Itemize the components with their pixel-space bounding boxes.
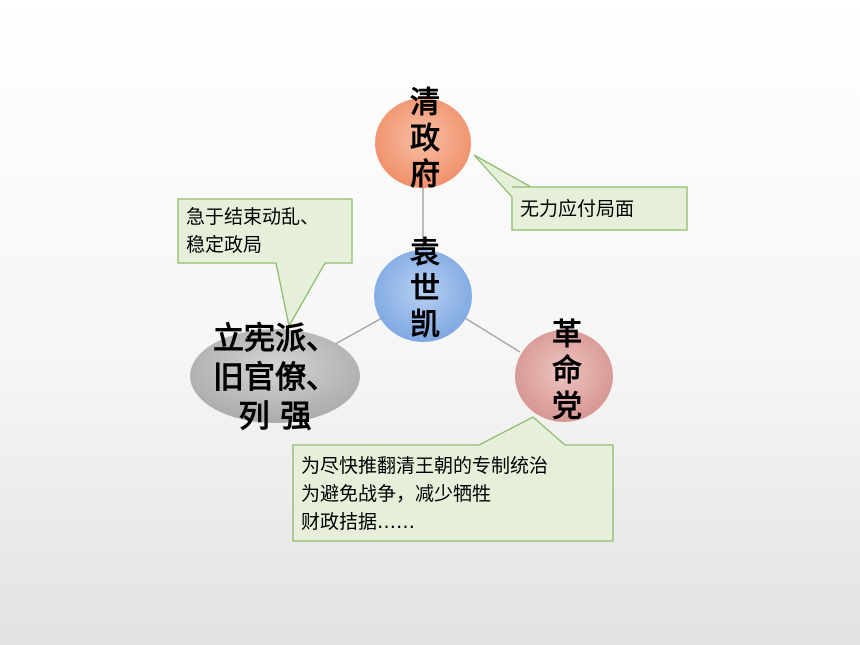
callout-constitutional-text: 急于结束动乱、 稳定政局	[186, 206, 320, 256]
connector-yuan-left	[329, 317, 383, 348]
node-revolution-label: 革命党	[546, 318, 581, 426]
node-constitutional-label: 立宪派、 旧官僚、 列 强	[213, 321, 337, 435]
node-yuan-circle	[374, 250, 472, 342]
callout-constitutional-bubble	[177, 198, 353, 328]
callout-revolution-text: 为尽快推翻清王朝的专制统治 为避免战争，减少牺牲 财政拮据……	[301, 455, 549, 533]
node-qing-circle	[375, 98, 471, 188]
callout-revolution-bubble	[292, 416, 614, 542]
node-qing-label: 清政府	[404, 86, 439, 194]
callout-qing-text: 无力应付局面	[520, 198, 635, 220]
node-revolution-circle	[515, 330, 613, 422]
node-yuan-label: 袁世凯	[404, 236, 439, 344]
callout-qing-bubble	[473, 154, 688, 231]
connector-yuan-revolution	[464, 317, 521, 353]
node-constitutional-ellipse	[190, 329, 360, 423]
